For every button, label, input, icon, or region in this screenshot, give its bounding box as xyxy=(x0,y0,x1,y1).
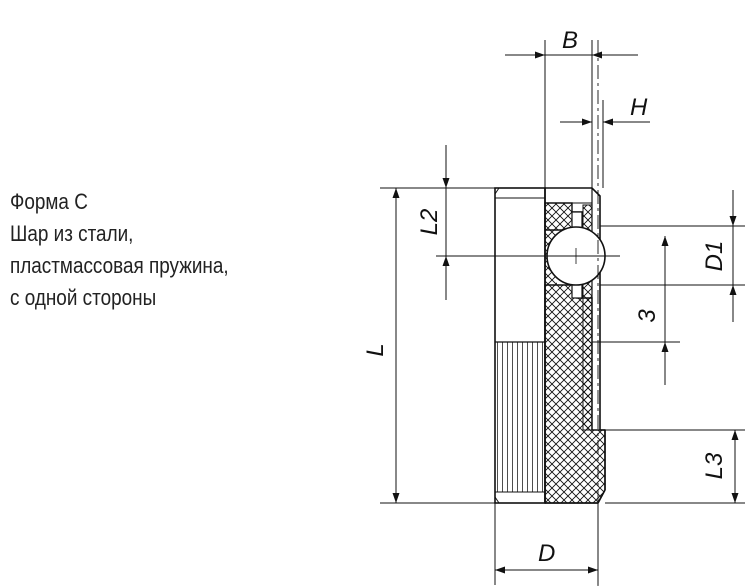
dimension-lines xyxy=(392,51,739,574)
dim-label-h: H xyxy=(630,94,648,121)
caption-line-spring: пластмассовая пружина, xyxy=(10,253,229,278)
caption-line-form: Форма C xyxy=(10,189,88,214)
extension-lines xyxy=(380,40,745,585)
dim-label-3: 3 xyxy=(634,309,661,323)
dim-label-d1: D1 xyxy=(701,241,728,272)
caption: Форма C Шар из стали, пластмассовая пруж… xyxy=(10,186,285,314)
caption-line-ball: Шар из стали, xyxy=(10,221,134,246)
dim-label-l2: L2 xyxy=(416,209,443,236)
dim-label-b: B xyxy=(562,27,578,54)
caption-line-side: с одной стороны xyxy=(10,285,157,310)
knurled-surface xyxy=(497,342,544,492)
dim-label-l3: L3 xyxy=(701,452,728,479)
dim-label-l: L xyxy=(362,343,389,356)
dim-label-d: D xyxy=(538,540,555,567)
